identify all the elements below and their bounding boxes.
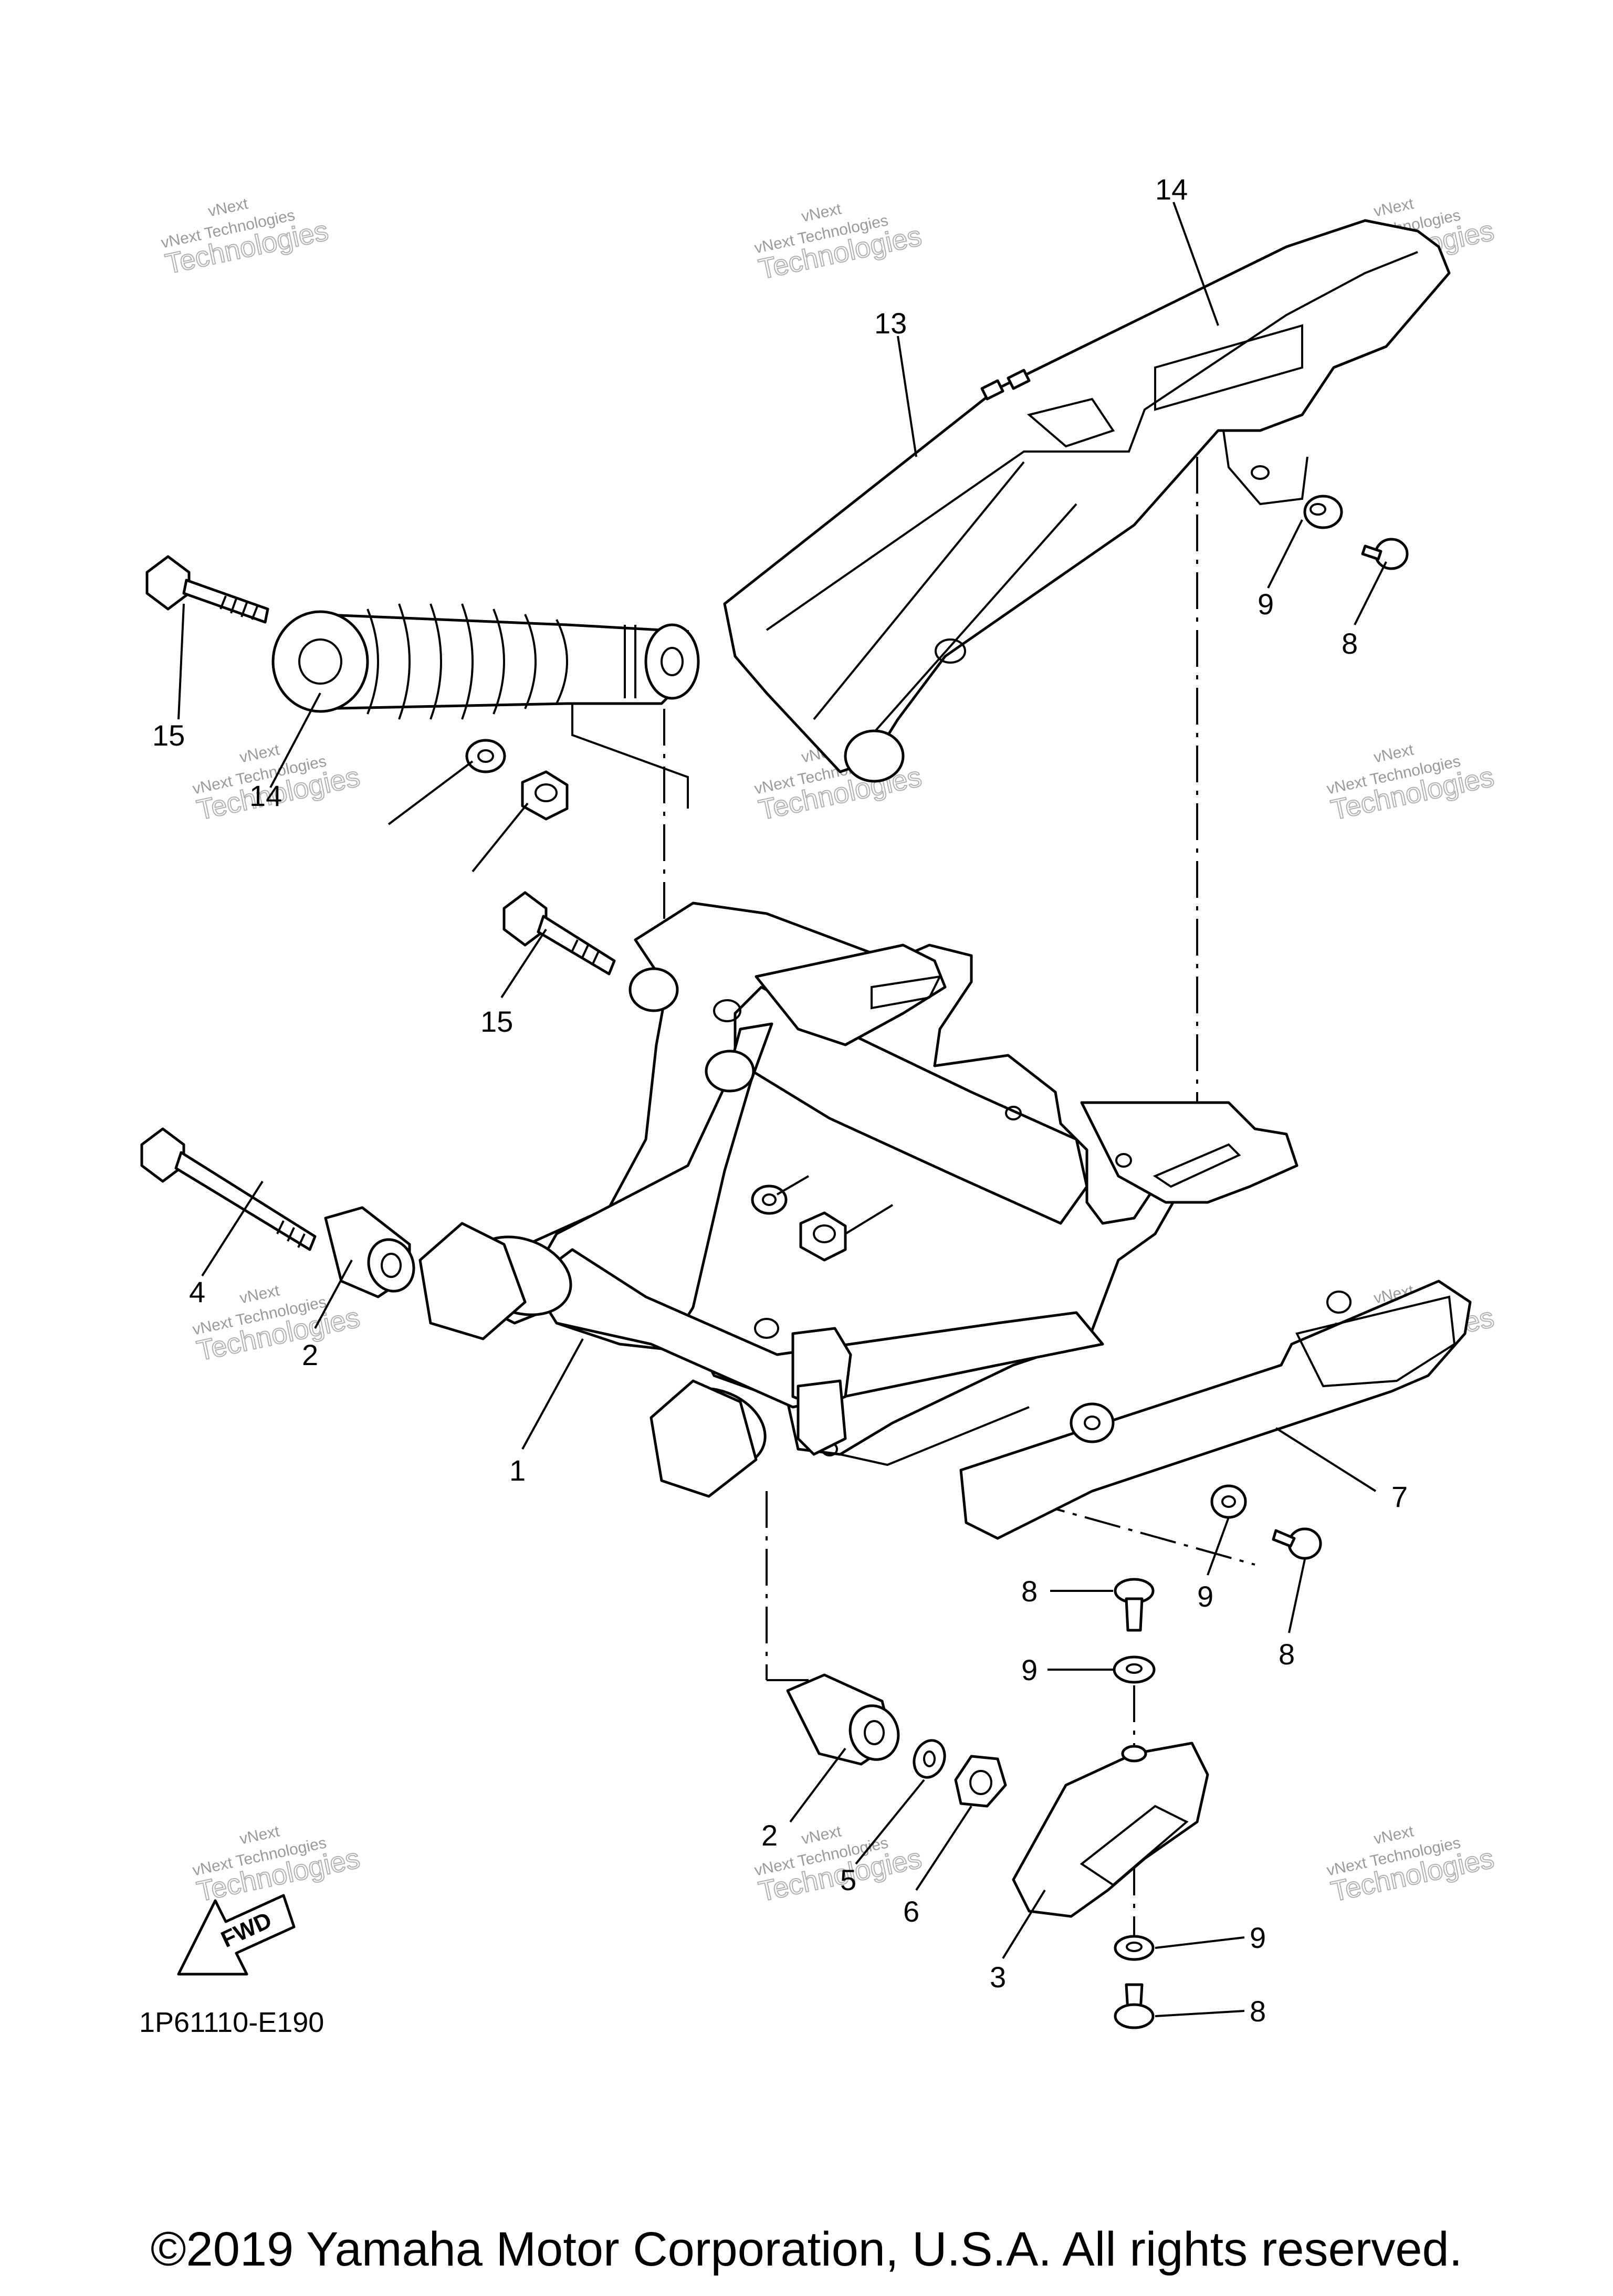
bolt-8c xyxy=(1114,1578,1155,1632)
callout-10: 13 xyxy=(874,307,907,340)
washer-9c xyxy=(1113,1655,1156,1684)
callout-5: 5 xyxy=(840,1863,856,1896)
callout-4: 4 xyxy=(189,1275,205,1308)
watermark: vNext vNext Technologies Technologies xyxy=(753,200,925,286)
callout-7: 7 xyxy=(1391,1480,1408,1513)
washer-14b xyxy=(751,1184,788,1215)
callout-8: 8 xyxy=(1250,1995,1266,2028)
callout-9: 9 xyxy=(1250,1921,1266,1954)
callout-13: 15 xyxy=(152,719,185,752)
diagram-code: 1P61110-E190 xyxy=(139,2007,324,2038)
chain-protector xyxy=(1012,1742,1209,1918)
bolt-8a xyxy=(1361,538,1409,570)
chain-case xyxy=(723,219,1451,783)
bolt-8b xyxy=(1272,1527,1322,1560)
bolt-8d xyxy=(1114,1983,1155,2029)
nut-15b xyxy=(799,1211,847,1262)
callout-1: 1 xyxy=(509,1454,526,1487)
chain-case-boss xyxy=(844,729,905,783)
swingarm xyxy=(418,901,1298,1498)
pivot-bolt-13a xyxy=(145,555,269,624)
washer-5 xyxy=(913,1739,946,1779)
washer-9d xyxy=(1114,1935,1155,1961)
washer-9b xyxy=(1210,1484,1247,1519)
callout-6: 6 xyxy=(903,1895,919,1928)
nut-15a xyxy=(521,770,569,821)
callout-9: 9 xyxy=(1197,1580,1213,1613)
callout-8: 8 xyxy=(1279,1638,1295,1671)
callout-9: 9 xyxy=(1258,588,1274,621)
watermark: vNext vNext Technologies Technologies xyxy=(1325,1822,1497,1908)
collar-2a xyxy=(324,1206,415,1298)
callout-3: 3 xyxy=(990,1960,1006,1994)
nut-6 xyxy=(954,1755,1007,1808)
chain-guide xyxy=(959,1280,1472,1540)
callout-2: 2 xyxy=(761,1819,778,1852)
washer-9a xyxy=(1303,495,1343,529)
callout-8: 8 xyxy=(1021,1575,1038,1608)
callout-9: 9 xyxy=(1021,1653,1038,1686)
callout-13: 15 xyxy=(480,1005,513,1038)
pivot-bolt-13b xyxy=(502,891,616,976)
watermark: vNext vNext Technologies Technologies xyxy=(191,1282,363,1367)
callout-8: 8 xyxy=(1342,627,1358,660)
collar-2b xyxy=(786,1673,900,1766)
copyright-notice: ©2019 Yamaha Motor Corporation, U.S.A. A… xyxy=(151,2222,1462,2276)
callout-11: 14 xyxy=(1155,173,1188,206)
washer-14a xyxy=(465,739,506,773)
callout-labels: 13 14 9 8 15 14 15 4 2 1 7 9 8 8 9 2 5 6… xyxy=(152,173,1408,2028)
watermark: vNext vNext Technologies Technologies xyxy=(160,195,332,280)
watermark: vNext vNext Technologies Technologies xyxy=(1325,741,1497,826)
leader-lines xyxy=(177,202,1387,2017)
callout-12: 14 xyxy=(249,779,282,812)
fwd-arrow-icon: FWD xyxy=(177,1894,296,1976)
pivot-shaft xyxy=(140,1127,317,1251)
watermark: vNext vNext Technologies Technologies xyxy=(191,1822,363,1908)
callout-2: 2 xyxy=(302,1338,318,1371)
rear-shock-absorber xyxy=(271,603,700,720)
